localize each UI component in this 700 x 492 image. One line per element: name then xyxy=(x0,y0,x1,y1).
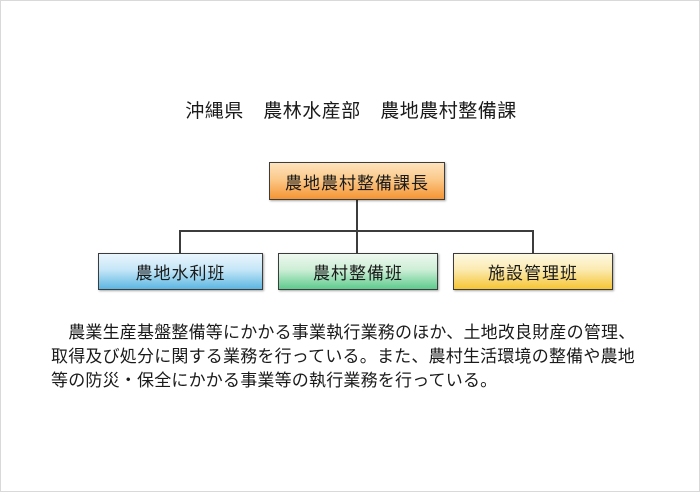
org-node-farmland-water-section[interactable]: 農地水利班 xyxy=(98,253,263,290)
connector-root-down xyxy=(356,200,358,231)
description-line-3: 等の防災・保全にかかる事業等の執行業務を行っている。 xyxy=(51,371,498,390)
org-node-label: 農地農村整備課長 xyxy=(285,173,429,193)
connector-drop-child1 xyxy=(179,230,181,253)
connector-drop-child3 xyxy=(532,230,534,253)
org-node-rural-development-section[interactable]: 農村整備班 xyxy=(278,253,438,290)
org-node-label: 農地水利班 xyxy=(135,264,226,283)
org-chart: 農地農村整備課長 農地水利班 農村整備班 施設管理班 xyxy=(1,1,699,301)
connector-drop-child2 xyxy=(356,230,358,253)
org-node-label: 施設管理班 xyxy=(488,264,578,283)
description-line-2: 取得及び処分に関する業務を行っている。また、農村生活環境の整備や農地 xyxy=(51,347,635,366)
org-node-label: 農村整備班 xyxy=(313,264,403,283)
page-title: 沖縄県 農林水産部 農地農村整備課 xyxy=(185,101,517,122)
org-node-division-chief[interactable]: 農地農村整備課長 xyxy=(269,162,445,200)
org-node-facility-management-section[interactable]: 施設管理班 xyxy=(453,253,613,290)
description-paragraph: 農業生産基盤整備等にかかる事業執行業務のほか、土地改良財産の管理、 取得及び処分… xyxy=(51,321,661,393)
description-line-1: 農業生産基盤整備等にかかる事業執行業務のほか、土地改良財産の管理、 xyxy=(51,323,636,342)
